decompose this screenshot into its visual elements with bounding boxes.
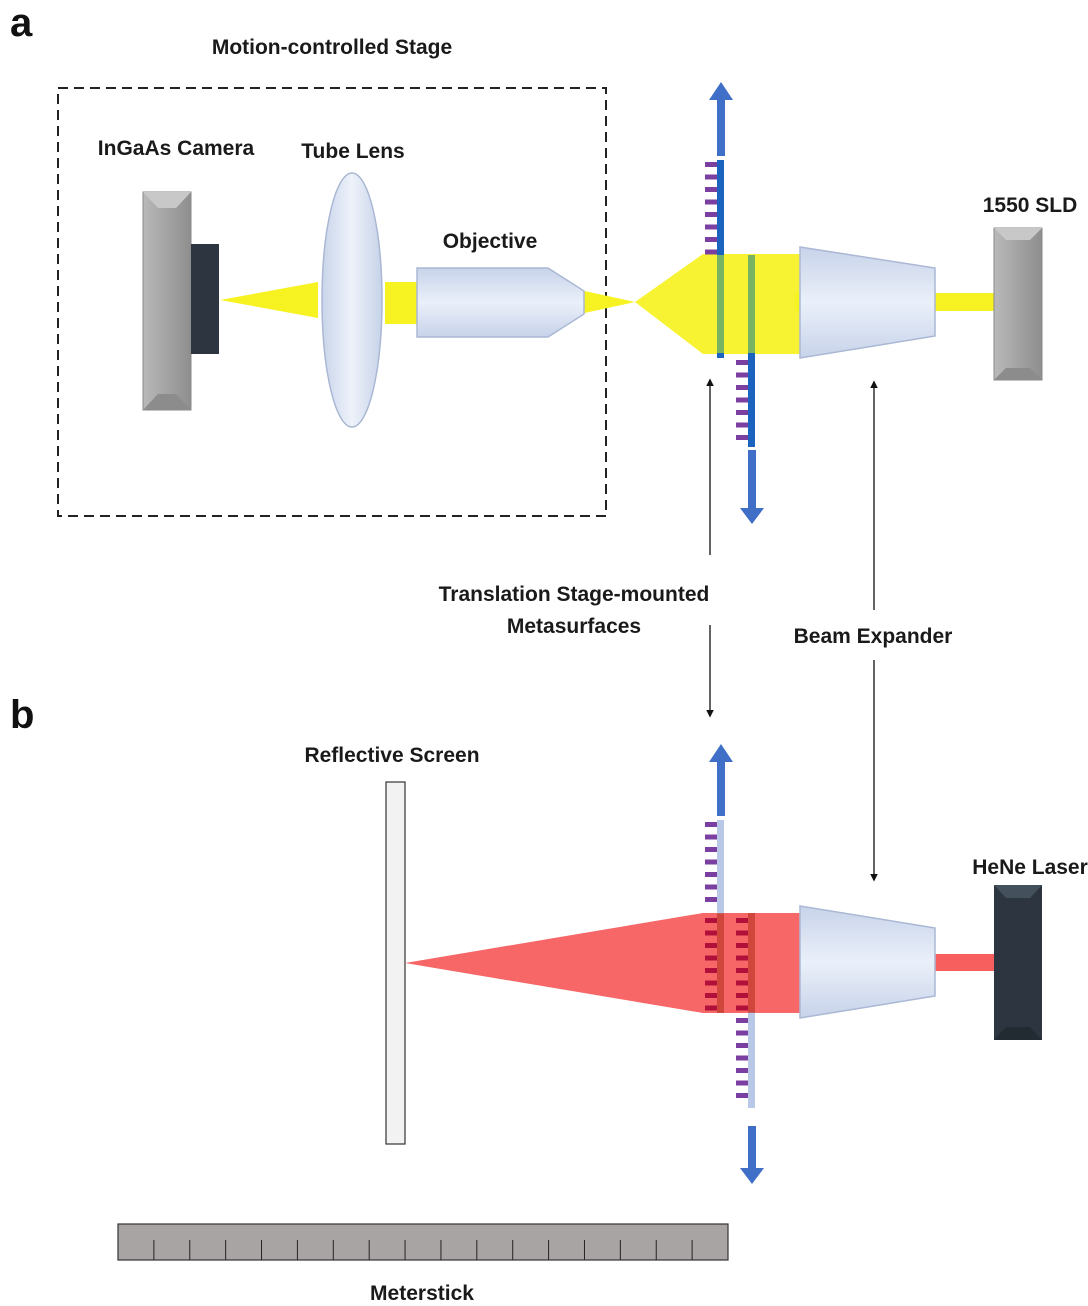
hene-laser xyxy=(994,885,1042,1040)
tube-lens xyxy=(321,172,383,428)
metasurface-pillar xyxy=(736,993,748,998)
metasurface-pillar xyxy=(736,385,748,390)
metasurface-pillar xyxy=(705,884,717,890)
panel-b-letter: b xyxy=(10,693,34,737)
metasurface-pillar xyxy=(736,435,748,440)
translation-arrow-up-b xyxy=(709,744,733,816)
metasurface-b2 xyxy=(736,1012,755,1108)
metasurface-pillar xyxy=(736,918,748,923)
laser-label: HeNe Laser xyxy=(972,856,1088,879)
metasurface-pillar xyxy=(736,930,748,936)
source-label: 1550 SLD xyxy=(983,194,1078,217)
metasurface-pillar xyxy=(736,360,748,365)
metasurface-pillar xyxy=(736,372,748,378)
meterstick xyxy=(117,1223,729,1261)
metasurface-in-beam-b xyxy=(705,913,755,1013)
metasurfaces-label-line2: Metasurfaces xyxy=(507,615,641,638)
translation-arrow-up-a xyxy=(709,82,733,156)
metasurface-pillar xyxy=(705,1005,717,1011)
camera-label: InGaAs Camera xyxy=(98,137,255,160)
metasurface-pillar xyxy=(736,980,748,986)
metasurface-pillar xyxy=(705,822,717,827)
translation-arrow-down-b xyxy=(740,1126,764,1184)
metasurface-pillar xyxy=(705,918,717,923)
panel-a-letter: a xyxy=(10,1,33,45)
metasurface-pillar xyxy=(705,212,717,217)
metasurface-pillar xyxy=(705,187,717,192)
motion-stage-label: Motion-controlled Stage xyxy=(212,36,452,59)
metasurface-pillar xyxy=(736,1068,748,1073)
metasurface-pillar xyxy=(705,980,717,986)
metasurface-pillar xyxy=(705,224,717,230)
metasurface-pillar xyxy=(705,237,717,242)
metasurface-pillar xyxy=(736,955,748,961)
translation-arrow-down-a xyxy=(740,450,764,524)
metasurface-pillar xyxy=(705,955,717,961)
metasurface-b1 xyxy=(705,820,724,914)
metasurface-pillar xyxy=(736,943,748,948)
metasurface-pillar xyxy=(736,397,748,403)
metasurface-pillar xyxy=(705,834,717,840)
objective-label: Objective xyxy=(443,230,538,253)
camera-sensor xyxy=(191,244,219,354)
red-beam-path xyxy=(405,913,995,1013)
metasurface-pillar xyxy=(736,410,748,415)
ingaas-camera xyxy=(142,191,219,411)
metasurface-pillar xyxy=(705,859,717,865)
metasurface-pillar xyxy=(705,897,717,902)
beam-expander-b xyxy=(799,905,936,1019)
beam-expander-a xyxy=(799,246,936,359)
metasurface-pillar xyxy=(705,199,717,205)
metasurface-pillar xyxy=(705,943,717,948)
metasurface-pillar xyxy=(705,162,717,167)
metasurface-pillar xyxy=(736,1080,748,1086)
metasurface-pillar xyxy=(736,1093,748,1098)
objective xyxy=(416,267,585,338)
sld-source xyxy=(993,227,1043,381)
metasurface-pillar xyxy=(736,1043,748,1048)
metasurface-pillar xyxy=(705,174,717,180)
metasurface-pillar xyxy=(705,249,717,255)
metasurface-pillar xyxy=(705,930,717,936)
beam-expander-label: Beam Expander xyxy=(794,625,953,648)
reflective-screen xyxy=(385,781,406,1145)
beam-overlap-a2 xyxy=(748,255,755,353)
beam-overlap-a1 xyxy=(717,255,724,353)
metasurface-pillar xyxy=(736,968,748,973)
metasurface-pillar xyxy=(736,1018,748,1023)
metasurface-pillar xyxy=(736,1030,748,1036)
metasurface-pillar xyxy=(736,1055,748,1061)
tube-lens-label: Tube Lens xyxy=(301,140,404,163)
metasurfaces-label-line1: Translation Stage-mounted xyxy=(439,583,710,606)
metasurface-pillar xyxy=(705,847,717,852)
screen-label: Reflective Screen xyxy=(304,744,479,767)
metasurface-pillar xyxy=(705,872,717,877)
metasurface-pillar xyxy=(736,422,748,428)
metasurface-pillar xyxy=(705,968,717,973)
meterstick-label: Meterstick xyxy=(370,1282,474,1305)
metasurface-pillar xyxy=(705,993,717,998)
metasurface-pillar xyxy=(736,1005,748,1011)
